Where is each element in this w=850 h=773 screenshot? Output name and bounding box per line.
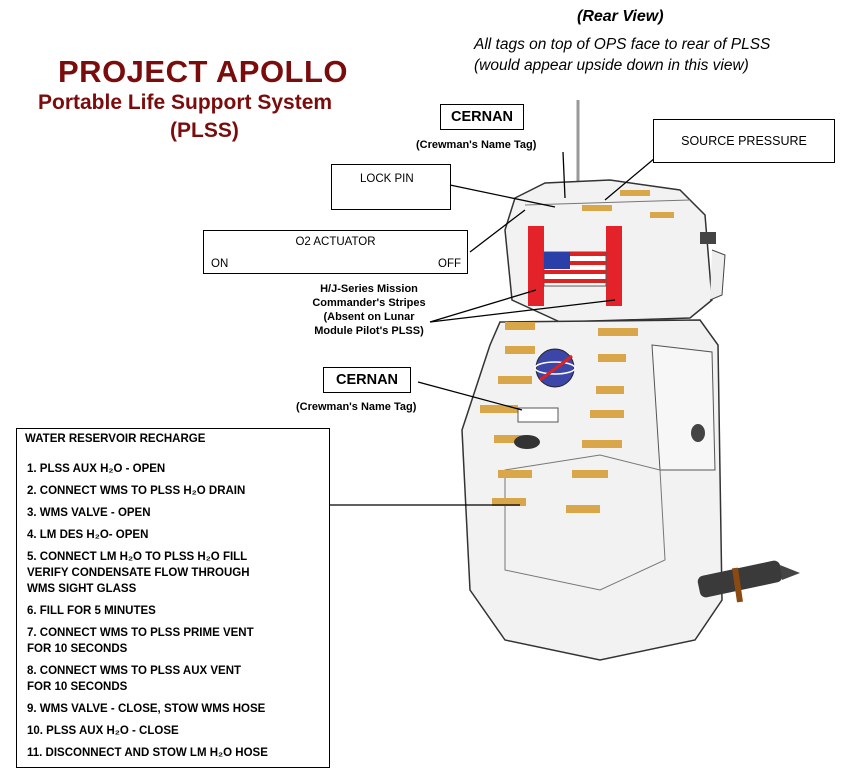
recharge-step: 5. CONNECT LM H₂O TO PLSS H₂O FILL VERIF… (27, 551, 250, 595)
recharge-step: 4. LM DES H₂O- OPEN (27, 529, 149, 541)
name-tag-mid: CERNAN (323, 367, 411, 393)
name-tag-plate (517, 407, 559, 423)
source-pressure-label: SOURCE PRESSURE (653, 119, 835, 163)
rear-view-note-line2: (would appear upside down in this view) (474, 57, 749, 74)
right-red-stripe (606, 226, 622, 306)
recharge-step: 2. CONNECT WMS TO PLSS H₂O DRAIN (27, 485, 246, 497)
rear-view-note: All tags on top of OPS face to rear of P… (474, 34, 770, 76)
nasa-emblem (534, 348, 576, 388)
o2-on-label: ON (211, 258, 229, 270)
recharge-step: 1. PLSS AUX H₂O - OPEN (27, 463, 166, 475)
o2-actuator-box: O2 ACTUATOR ON OFF (203, 230, 468, 274)
water-hose (697, 560, 800, 603)
leader-lines (330, 151, 656, 506)
rear-view-heading: (Rear View) (577, 8, 664, 25)
recharge-step: 11. DISCONNECT AND STOW LM H₂O HOSE (27, 747, 268, 759)
us-flag (543, 251, 607, 287)
lower-cover-seam (504, 454, 666, 591)
ops-connector (700, 232, 716, 244)
name-tag-mid-caption: (Crewman's Name Tag) (296, 401, 417, 413)
valve-knob (514, 435, 540, 449)
side-valve (691, 424, 705, 442)
page-subtitle: Portable Life Support System (38, 91, 333, 114)
recharge-step: 6. FILL FOR 5 MINUTES (27, 605, 156, 617)
recharge-step: 7. CONNECT WMS TO PLSS PRIME VENT FOR 10… (27, 627, 254, 655)
name-tag-top-caption: (Crewman's Name Tag) (416, 139, 537, 151)
water-recharge-steps: 1. PLSS AUX H₂O - OPEN 2. CONNECT WMS TO… (27, 461, 327, 767)
recharge-step: 3. WMS VALVE - OPEN (27, 507, 151, 519)
name-tag-top: CERNAN (440, 104, 524, 130)
lock-pin-label: LOCK PIN (360, 173, 414, 185)
o2-actuator-label: O2 ACTUATOR (295, 236, 376, 248)
left-red-stripe (528, 226, 544, 306)
rear-view-note-line1: All tags on top of OPS face to rear of P… (474, 36, 771, 53)
water-recharge-title: WATER RESERVOIR RECHARGE (25, 433, 206, 445)
side-pocket (651, 344, 716, 471)
recharge-step: 9. WMS VALVE - CLOSE, STOW WMS HOSE (27, 703, 266, 715)
ops-patch (650, 212, 674, 218)
recharge-step: 8. CONNECT WMS TO PLSS AUX VENT FOR 10 S… (27, 665, 242, 693)
ops-patch (582, 205, 612, 211)
page-subtitle-abbrev: (PLSS) (170, 119, 239, 142)
recharge-step: 10. PLSS AUX H₂O - CLOSE (27, 725, 179, 737)
ops-side-pouch (709, 249, 726, 301)
ops-lid-seam (524, 199, 691, 206)
lock-pin-box: LOCK PIN (331, 164, 451, 210)
ops-patch (620, 190, 650, 196)
o2-off-label: OFF (438, 258, 461, 270)
commander-stripes-label: H/J-Series Mission Commander's Stripes (… (312, 283, 426, 337)
page-title: PROJECT APOLLO (58, 54, 349, 89)
body-patches (480, 322, 638, 513)
water-recharge-panel: WATER RESERVOIR RECHARGE 1. PLSS AUX H₂O… (16, 428, 330, 768)
